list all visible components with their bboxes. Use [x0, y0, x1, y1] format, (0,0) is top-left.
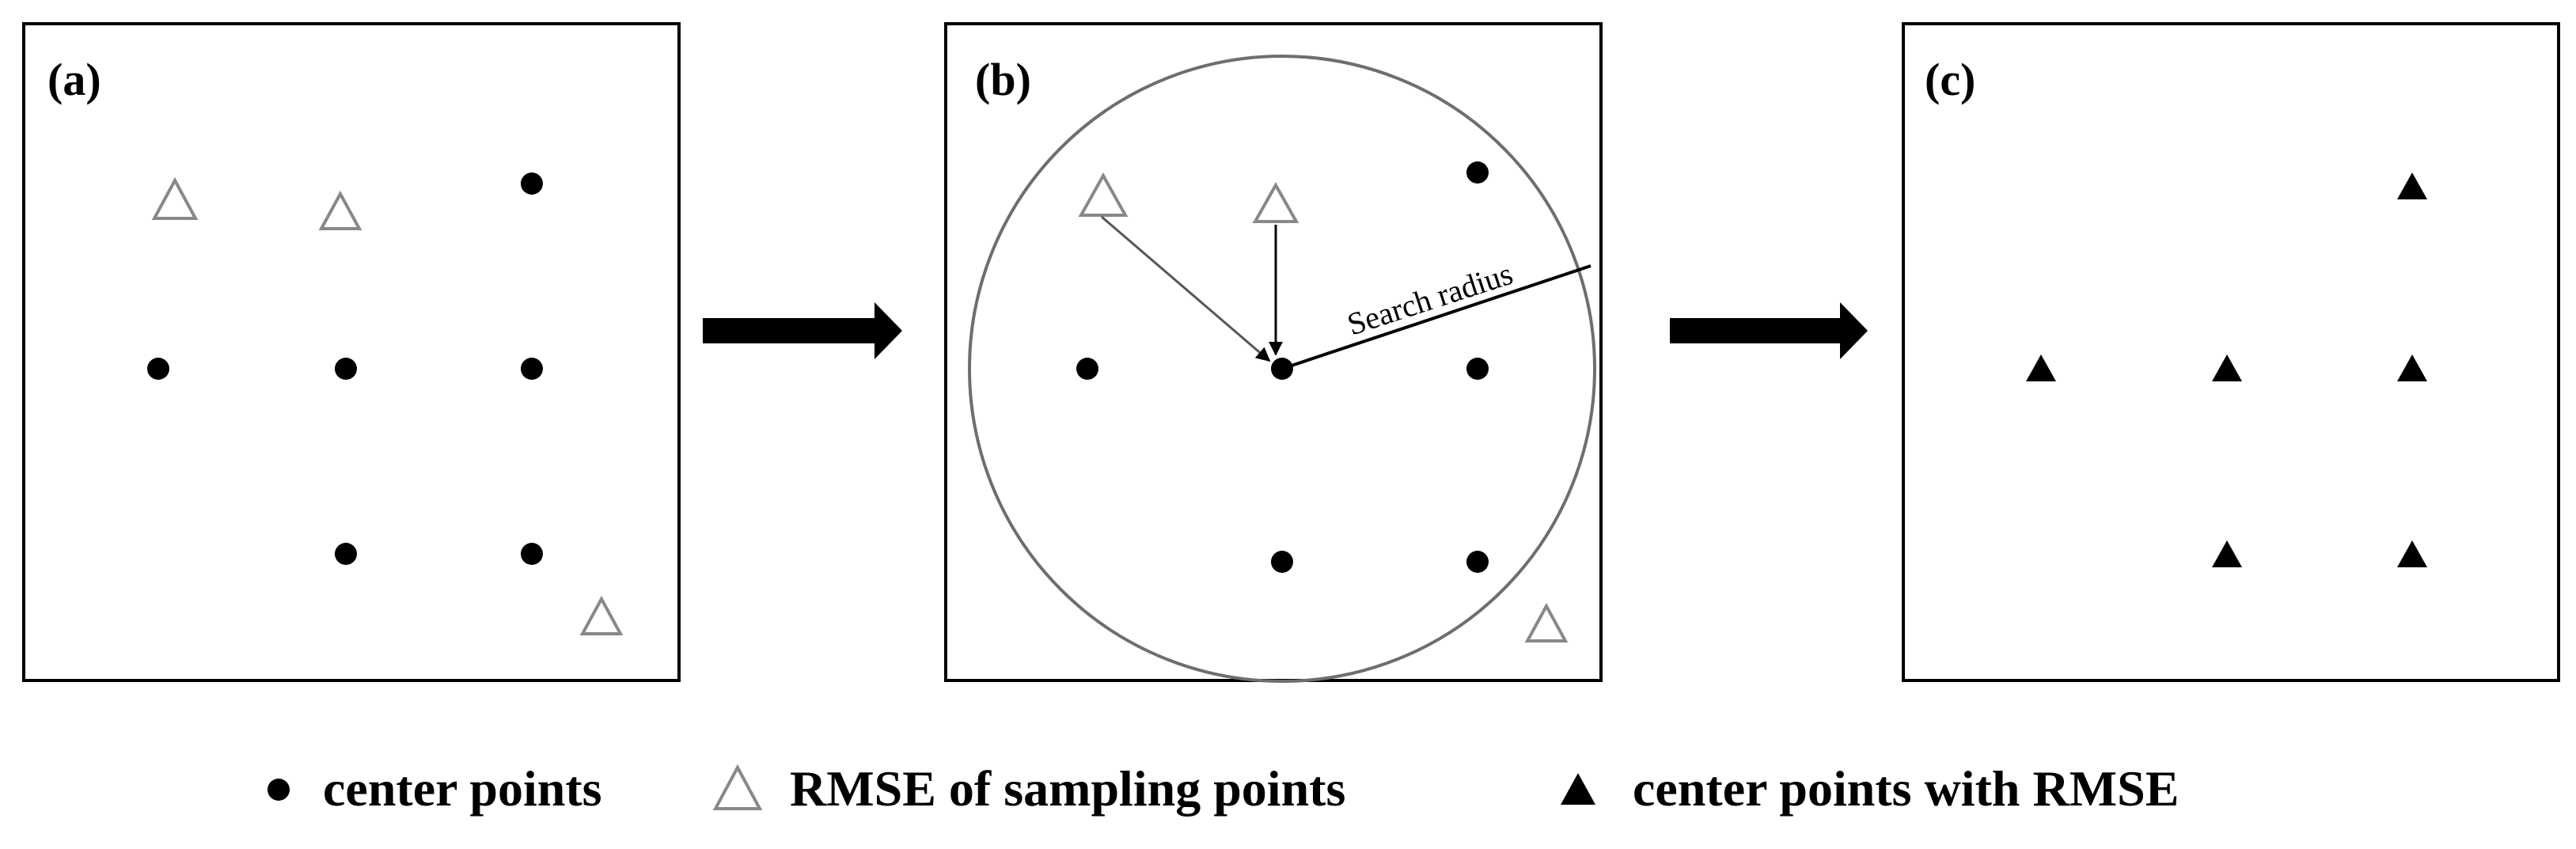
legend-rmse-sampling-label: RMSE of sampling points: [790, 760, 1345, 817]
center-point-dot: [1466, 551, 1489, 573]
sampling-point-triangle: [151, 176, 199, 220]
center-point-dot: [1466, 358, 1489, 380]
center-point-dot: [521, 358, 543, 380]
center-point-dot: [147, 358, 169, 380]
center-point-rmse-triangle: [2026, 354, 2056, 381]
panel-a-frame: [22, 22, 681, 682]
panel-c: (c): [1902, 22, 2560, 682]
center-point-dot: [1271, 551, 1293, 573]
center-point-dot: [335, 543, 357, 565]
legend-center-with-rmse-label: center points with RMSE: [1633, 760, 2179, 817]
panel-b: (b) Search radius: [944, 22, 1603, 683]
distance-arrow: [1101, 215, 1271, 362]
search-circle: [968, 55, 1596, 683]
panel-a: (a): [22, 22, 681, 682]
center-point-rmse-triangle: [2397, 172, 2427, 199]
sampling-point-triangle: [579, 595, 624, 635]
sampling-point-triangle: [1078, 172, 1129, 217]
panel-c-frame: [1902, 22, 2560, 682]
flow-arrow: [1670, 302, 1868, 359]
legend-sampling-triangle-icon: [712, 764, 763, 810]
center-point-rmse-triangle: [2397, 354, 2427, 381]
panel-b-label: (b): [975, 54, 1031, 105]
center-point-dot: [1271, 358, 1293, 380]
legend: center points RMSE of sampling points ce…: [267, 760, 2179, 817]
panel-c-label: (c): [1925, 54, 1975, 105]
search-radius-line: [1281, 264, 1592, 370]
panel-a-label: (a): [47, 54, 101, 105]
center-point-dot: [521, 172, 543, 195]
sampling-point-triangle: [1524, 602, 1569, 642]
center-point-dot: [521, 543, 543, 565]
panel-b-frame: [944, 22, 1603, 682]
legend-center-point-icon: [267, 779, 290, 801]
flow-arrow: [703, 302, 902, 359]
center-point-rmse-triangle: [2212, 354, 2242, 381]
sampling-point-triangle: [318, 190, 362, 230]
center-point-rmse-triangle: [2397, 540, 2427, 567]
sampling-point-triangle: [1252, 181, 1299, 223]
center-point-dot: [1076, 358, 1098, 380]
center-point-dot: [335, 358, 357, 380]
center-point-dot: [1466, 161, 1489, 184]
center-point-rmse-triangle: [2212, 540, 2242, 567]
legend-rmse-triangle-icon: [1561, 773, 1595, 805]
legend-center-points-label: center points: [323, 760, 602, 817]
